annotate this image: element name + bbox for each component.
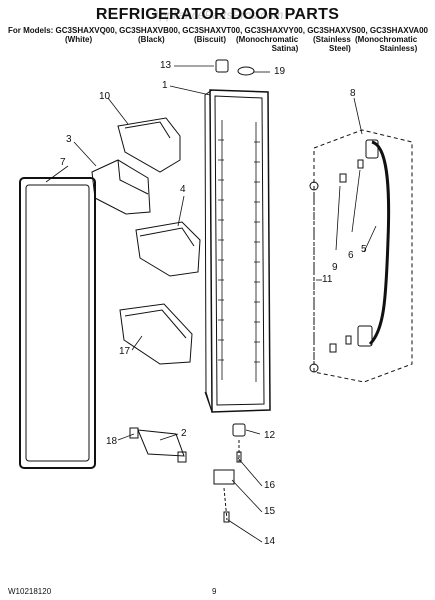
handle-end-bottom <box>357 325 373 347</box>
model-color-label: (Monochromatic <box>355 35 418 44</box>
model-color-label-2: Stainless) <box>379 44 418 53</box>
callout-2: 2 <box>181 428 187 439</box>
callout-4: 4 <box>180 184 186 195</box>
model-color-label: (Monochromatic <box>236 35 299 44</box>
callout-7: 7 <box>60 157 66 168</box>
page-number: 9 <box>212 587 217 596</box>
callout-16: 16 <box>264 480 276 491</box>
hinge-15 <box>213 469 235 485</box>
plug-11-top <box>309 181 319 191</box>
callout-10: 10 <box>99 91 111 102</box>
document-id: W10218120 <box>8 587 52 596</box>
callout-18: 18 <box>106 436 118 447</box>
callout-11: 11 <box>322 274 333 285</box>
screw-14 <box>223 511 230 523</box>
door-liner-inner <box>214 95 265 406</box>
door-liner <box>209 89 271 413</box>
model-color-label-2: Satina) <box>271 44 299 53</box>
bin-10 <box>117 117 181 173</box>
plug-11-bottom <box>309 363 319 373</box>
screw-6-top <box>357 159 364 169</box>
callout-19: 19 <box>274 66 286 77</box>
callout-17: 17 <box>119 346 131 357</box>
model-color-label-2: Steel) <box>329 44 351 53</box>
door-gasket <box>19 177 96 469</box>
page-title: REFRIGERATOR DOOR PARTS <box>95 6 340 23</box>
models-line: For Models: GC3SHAXVQ00, GC3SHAXVB00, GC… <box>8 26 428 35</box>
model-color-label: (Stainless <box>313 35 351 44</box>
callout-15: 15 <box>264 506 276 517</box>
model-color-black: (Black) <box>138 35 165 44</box>
callout-3: 3 <box>66 134 72 145</box>
callout-8: 8 <box>350 88 356 99</box>
hinge-bushing-12 <box>232 423 246 437</box>
model-color-label: (Biscuit) <box>194 35 226 44</box>
callout-6: 6 <box>348 250 354 261</box>
screw-9-top <box>339 173 347 183</box>
door-stop-13 <box>215 59 229 73</box>
door-shelf-ribs <box>218 120 260 382</box>
callout-5: 5 <box>361 244 367 255</box>
clip-18b <box>177 451 187 463</box>
callout-9: 9 <box>332 262 338 273</box>
handle-end-top <box>365 139 379 159</box>
model-color-label: (Black) <box>138 35 165 44</box>
callout-14: 14 <box>264 536 276 547</box>
callout-1: 1 <box>162 80 168 91</box>
door-bin-4 <box>135 221 201 277</box>
bottom-trim-2 <box>137 429 185 457</box>
dairy-box-3 <box>91 159 151 215</box>
screw-9-bottom <box>329 343 337 353</box>
watermark: AppliancePartsPros.com <box>151 8 284 22</box>
door-gasket-inner <box>25 184 90 462</box>
model-color-biscuit: (Biscuit) <box>194 35 226 44</box>
model-color-white: (White) <box>65 35 92 44</box>
door-bin-17 <box>119 303 193 365</box>
handle-5 <box>368 140 391 346</box>
screw-6-bottom <box>345 335 352 345</box>
callout-12: 12 <box>264 430 276 441</box>
model-color-label: (White) <box>65 35 93 44</box>
plug-19 <box>237 66 255 76</box>
clip-18a <box>129 427 139 439</box>
callout-13: 13 <box>160 60 172 71</box>
handle-assembly-outline <box>313 129 413 383</box>
